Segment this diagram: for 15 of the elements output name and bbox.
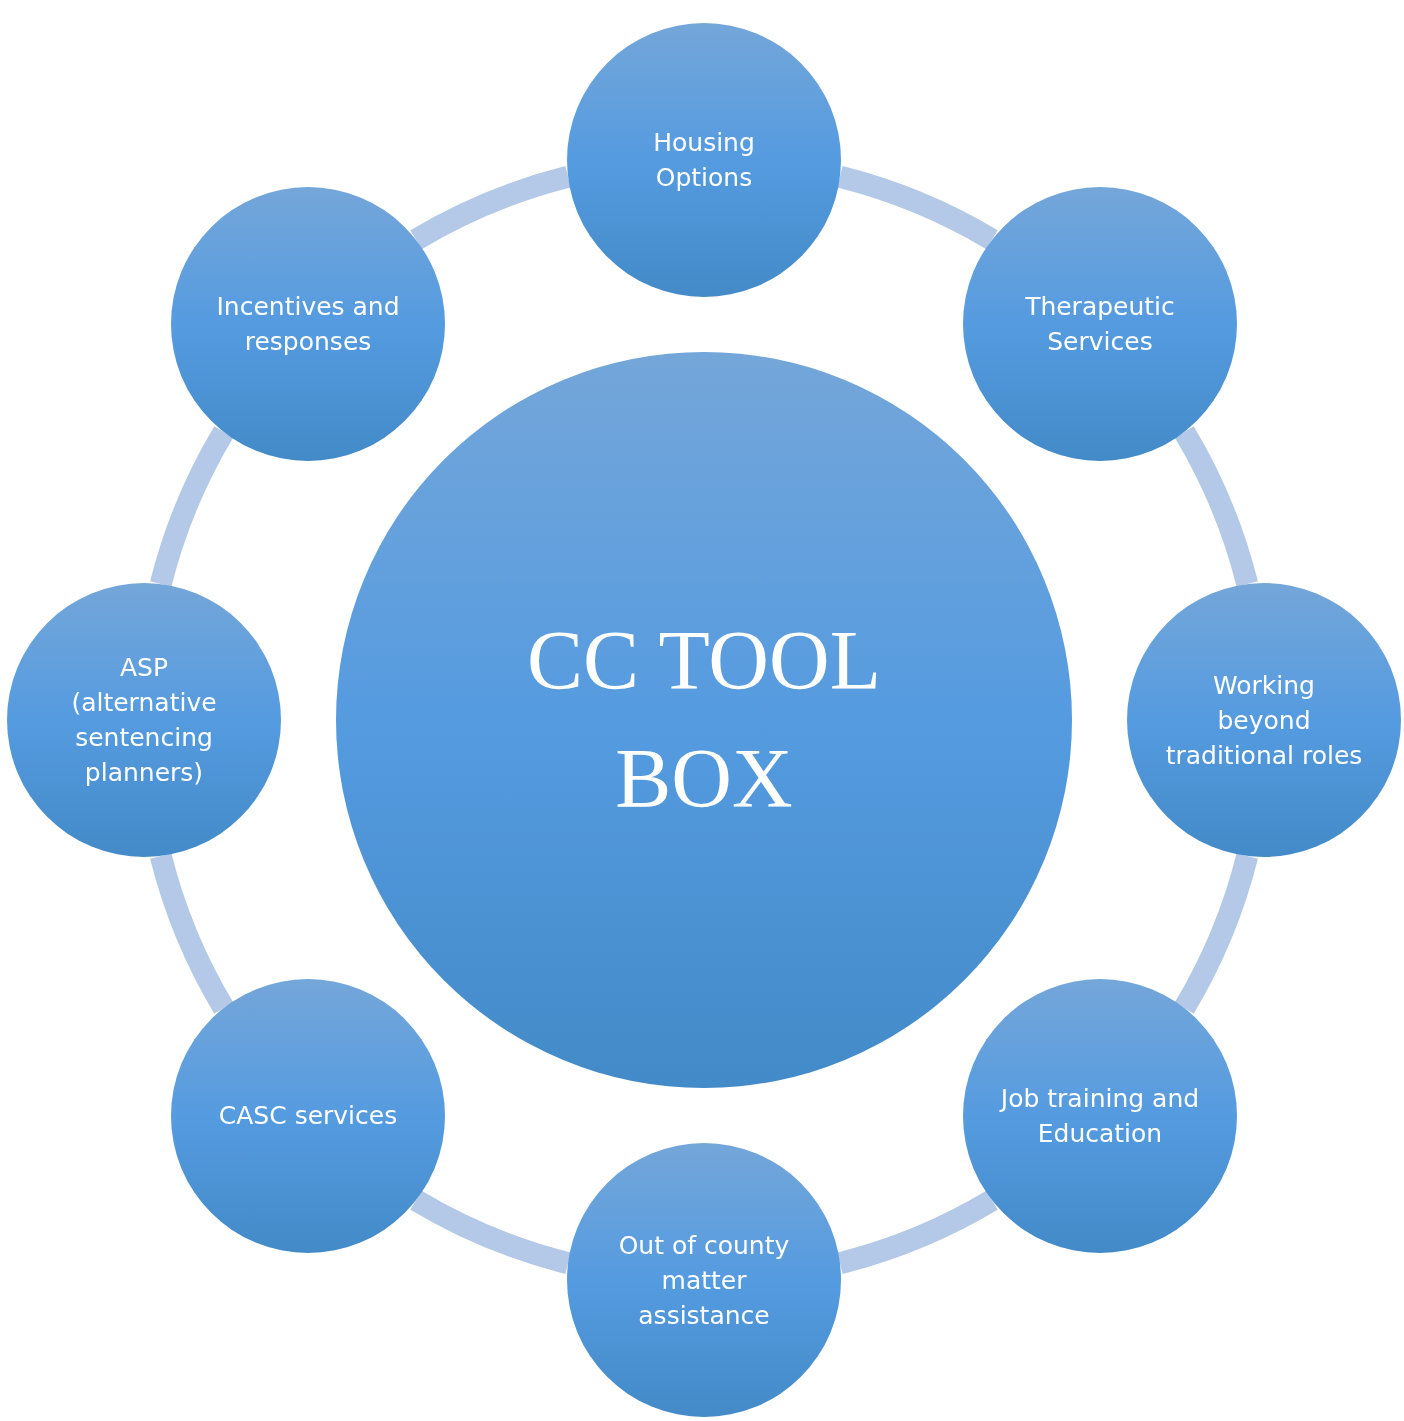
node-label: Incentives and responses xyxy=(215,291,401,358)
ring-connector xyxy=(836,166,998,250)
node-label: Housing Options xyxy=(652,127,756,194)
node-label: ASP (alternative sentencing planners) xyxy=(70,652,218,789)
node-label: Job training and Education xyxy=(999,1082,1200,1150)
ring-connector xyxy=(410,166,572,250)
node-label: Working beyond traditional roles xyxy=(1164,669,1364,772)
ring-connector xyxy=(1174,426,1258,588)
node-label: Therapeutic Services xyxy=(1024,291,1176,358)
node-label: CC TOOL BOX xyxy=(526,613,882,827)
ring-connector xyxy=(150,852,234,1014)
node-label: CASC services xyxy=(217,1100,399,1133)
ring-connector xyxy=(1174,852,1258,1014)
node-label: Out of county matter assistance xyxy=(617,1229,791,1332)
ring-connector xyxy=(150,426,234,588)
